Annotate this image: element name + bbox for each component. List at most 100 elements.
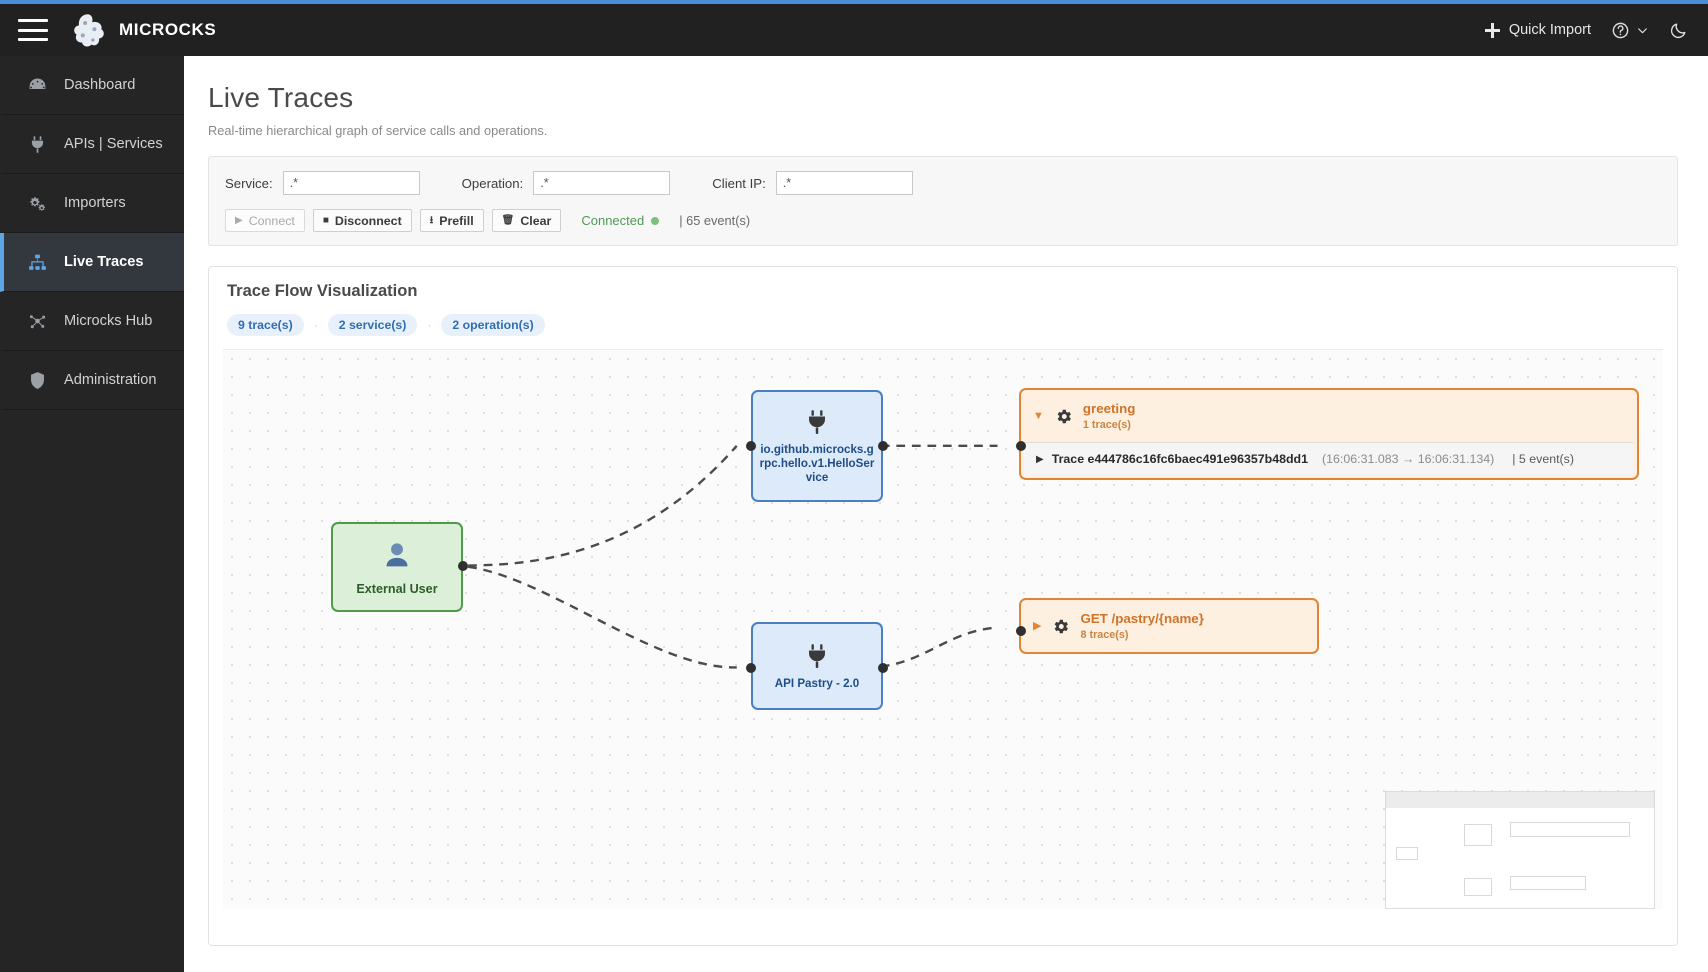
disconnect-button[interactable]: ■ Disconnect [312, 209, 412, 232]
chevron-down-icon [1638, 27, 1647, 33]
stop-icon: ■ [322, 214, 329, 226]
sidebar-item-dashboard[interactable]: Dashboard [0, 56, 184, 115]
plug-icon [809, 644, 825, 668]
port-user-out [458, 561, 468, 571]
plug-icon [26, 133, 48, 155]
port-pastry-in [1016, 626, 1026, 636]
prefill-button[interactable]: ⭳ Prefill [419, 209, 484, 232]
chip-separator: · [313, 318, 318, 332]
clear-label: Clear [520, 213, 552, 228]
operation-label: Operation: [461, 175, 524, 191]
page-subtitle: Real-time hierarchical graph of service … [208, 123, 548, 138]
minimap-node [1510, 876, 1586, 890]
dark-mode-toggle[interactable] [1669, 21, 1688, 40]
chevron-collapsed-icon[interactable]: ▶ [1033, 619, 1042, 632]
chip-traces: 9 trace(s) [227, 314, 304, 336]
minimap-node [1464, 878, 1492, 896]
sidebar: Dashboard APIs | Services [0, 56, 184, 972]
minimap-node [1464, 824, 1492, 846]
trace-flow-header: Trace Flow Visualization 9 trace(s) · 2 … [209, 267, 1677, 336]
operation-texts: GET /pastry/{name} 8 trace(s) [1080, 611, 1203, 641]
help-circle-icon [1612, 22, 1629, 38]
quick-import-button[interactable]: Quick Import [1484, 22, 1591, 38]
trace-id: e444786c16fc6baec491e96357b48dd1 [1087, 452, 1309, 466]
body-row: Dashboard APIs | Services [0, 56, 1708, 972]
action-button-row: ▶ Connect ■ Disconnect ⭳ Prefill 🗑 Clear [225, 209, 1661, 232]
network-nodes-icon [26, 310, 48, 332]
sidebar-item-label: Dashboard [64, 77, 136, 93]
gear-icon [1054, 407, 1073, 426]
chip-separator: · [427, 318, 432, 332]
trace-timespan: (16:06:31.083 → 16:06:31.134) [1322, 452, 1495, 466]
page-title: Live Traces [208, 82, 354, 113]
main-content: Live Traces Real-time hierarchical graph… [184, 56, 1708, 972]
status-dot-icon [651, 216, 660, 225]
sidebar-item-importers[interactable]: Importers [0, 174, 184, 233]
connect-label: Connect [248, 213, 295, 228]
sidebar-filler [0, 410, 184, 972]
service-input[interactable] [282, 171, 420, 195]
minimap-node [1396, 847, 1418, 860]
operation-header[interactable]: ▶ GET /pastry/{name} 8 trace(s) [1021, 600, 1317, 652]
quick-import-label: Quick Import [1508, 22, 1591, 38]
node-service-grpc[interactable]: io.github.microcks.grpc.hello.v1.HelloSe… [751, 390, 883, 502]
operation-trace-count: 8 trace(s) [1080, 629, 1129, 641]
operation-header[interactable]: ▼ greeting 1 trace(s) [1021, 390, 1637, 442]
prefill-label: Prefill [439, 213, 474, 228]
graph-canvas[interactable]: External User io.github.microcks.grpc.he… [223, 349, 1663, 909]
sidebar-item-live-traces[interactable]: Live Traces [0, 233, 184, 292]
microcks-logo-icon [74, 14, 104, 47]
sidebar-item-label: Live Traces [64, 254, 144, 270]
client-ip-label: Client IP: [712, 175, 766, 191]
operation-texts: greeting 1 trace(s) [1083, 401, 1135, 431]
trace-row[interactable]: ▶ Trace e444786c16fc6baec491e96357b48dd1… [1024, 442, 1634, 475]
connection-status: Connected [581, 213, 660, 228]
trash-icon: 🗑 [501, 214, 515, 226]
operation-trace-count: 1 trace(s) [1082, 419, 1131, 431]
node-label: External User [356, 582, 438, 596]
sidebar-item-microcks-hub[interactable]: Microcks Hub [0, 292, 184, 351]
sidebar-item-apis-services[interactable]: APIs | Services [0, 115, 184, 174]
moon-icon [1670, 22, 1686, 38]
minimap-header-strip [1386, 792, 1654, 808]
port-grpc-out [878, 441, 888, 451]
graph-minimap[interactable] [1385, 791, 1655, 909]
node-service-rest[interactable]: API Pastry - 2.0 [751, 622, 883, 710]
top-header: MICROCKS Quick Import [0, 4, 1708, 56]
gauge-icon [26, 74, 48, 96]
gears-icon [26, 192, 48, 214]
clear-button[interactable]: 🗑 Clear [491, 209, 562, 232]
service-label: Service: [225, 175, 273, 191]
sidebar-item-label: Administration [64, 372, 157, 388]
connection-status-label: Connected [581, 213, 645, 228]
filter-row: Service: Operation: Client IP: [225, 171, 1661, 195]
hamburger-icon[interactable] [18, 19, 48, 41]
chip-services: 2 service(s) [327, 314, 418, 336]
operation-name: greeting [1082, 401, 1136, 416]
event-count: | 65 event(s) [679, 213, 751, 228]
sidebar-item-label: APIs | Services [64, 136, 163, 152]
node-external-user[interactable]: External User [331, 522, 463, 612]
port-grpc-in [746, 441, 756, 451]
play-icon: ▶ [235, 214, 243, 226]
chevron-expanded-icon[interactable]: ▼ [1033, 409, 1044, 422]
client-ip-input[interactable] [775, 171, 913, 195]
operation-panel-get-pastry[interactable]: ▶ GET /pastry/{name} 8 trace(s) [1019, 598, 1319, 654]
port-rest-out [878, 663, 888, 673]
port-rest-in [746, 663, 756, 673]
sidebar-item-administration[interactable]: Administration [0, 351, 184, 410]
plus-icon [1484, 22, 1500, 38]
operation-panel-greeting[interactable]: ▼ greeting 1 trace(s) [1019, 388, 1639, 480]
operation-name: GET /pastry/{name} [1080, 611, 1204, 626]
connect-button[interactable]: ▶ Connect [225, 209, 305, 232]
brand[interactable]: MICROCKS [70, 13, 216, 47]
help-menu[interactable] [1611, 21, 1649, 40]
brand-label: MICROCKS [119, 20, 217, 39]
trace-label: Trace e444786c16fc6baec491e96357b48dd1 [1051, 452, 1309, 466]
top-accent-bar [0, 0, 1708, 4]
chevron-collapsed-icon[interactable]: ▶ [1036, 453, 1044, 465]
shield-icon [26, 369, 48, 391]
summary-chips: 9 trace(s) · 2 service(s) · 2 operation(… [227, 314, 1659, 336]
operation-input[interactable] [533, 171, 671, 195]
